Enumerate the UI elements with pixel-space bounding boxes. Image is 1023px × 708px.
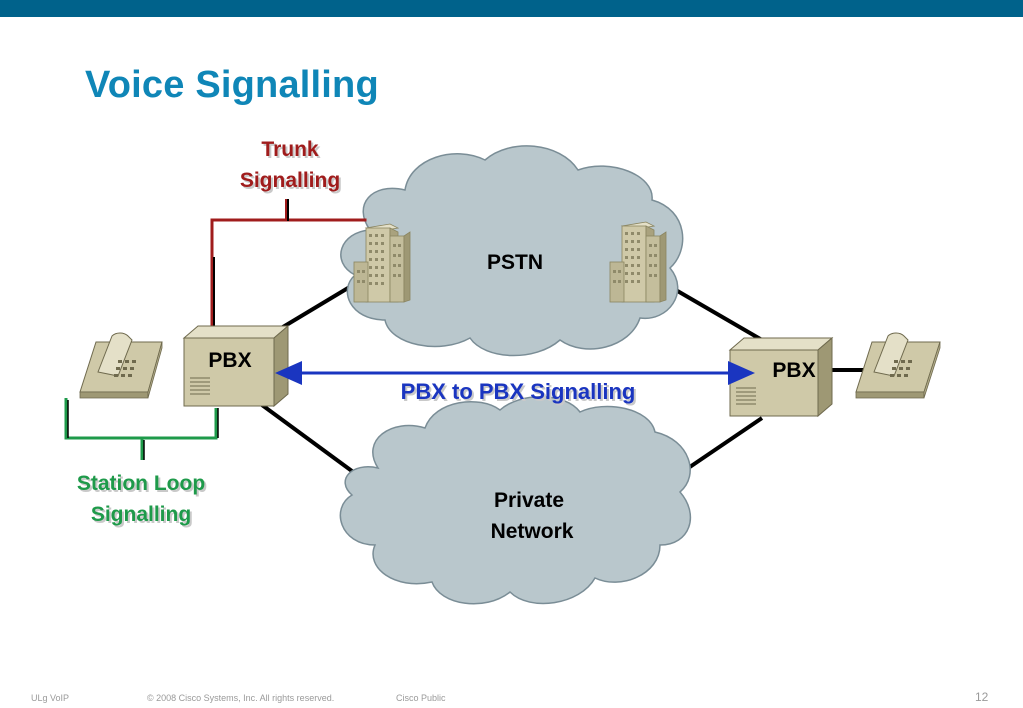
private-network-label-line2: Network — [491, 520, 574, 543]
line-pstn-to-pbx-right — [660, 280, 764, 342]
footer-classification: Cisco Public — [396, 693, 446, 703]
station-loop-label-line1: Station Loop — [77, 472, 205, 495]
footer-copyright: © 2008 Cisco Systems, Inc. All rights re… — [147, 693, 335, 703]
trunk-signalling-label-line1-shadow: Trunk — [263, 140, 320, 163]
private-network-label-line1: Private — [494, 489, 564, 512]
pbx-left-label: PBX — [208, 349, 251, 372]
pbx-to-pbx-label-shadow: PBX to PBX Signalling — [403, 381, 638, 406]
station-loop-label-line2-shadow: Signalling — [93, 505, 193, 528]
pbx-right-label: PBX — [772, 359, 815, 382]
trunk-signalling-label-line2-shadow: Signalling — [242, 171, 342, 194]
pstn-cloud — [340, 145, 684, 357]
pbx-box-left — [182, 324, 290, 408]
line-private-to-pbx-right — [676, 416, 764, 477]
station-loop-label-line1-shadow: Station Loop — [79, 474, 207, 497]
header-bar — [0, 0, 1023, 17]
telephone-icon-left — [79, 332, 163, 399]
pstn-label: PSTN — [487, 251, 543, 274]
footer-course: ULg VoIP — [31, 693, 70, 703]
slide-title: Voice Signalling — [85, 64, 379, 106]
page-number: 12 — [975, 690, 989, 704]
building-icon-right — [609, 221, 667, 303]
private-network-cloud — [339, 396, 691, 605]
telephone-icon-right — [855, 332, 941, 399]
line-pbx-left-to-pstn — [276, 280, 360, 332]
pbx-to-pbx-label: PBX to PBX Signalling — [401, 379, 636, 404]
station-loop-label-line2: Signalling — [91, 503, 191, 526]
building-icon-left — [353, 223, 411, 303]
trunk-signalling-label-line1: Trunk — [261, 138, 318, 161]
trunk-signalling-bracket — [210, 199, 367, 328]
station-loop-bracket — [64, 398, 219, 460]
trunk-signalling-label-line2: Signalling — [240, 169, 340, 192]
